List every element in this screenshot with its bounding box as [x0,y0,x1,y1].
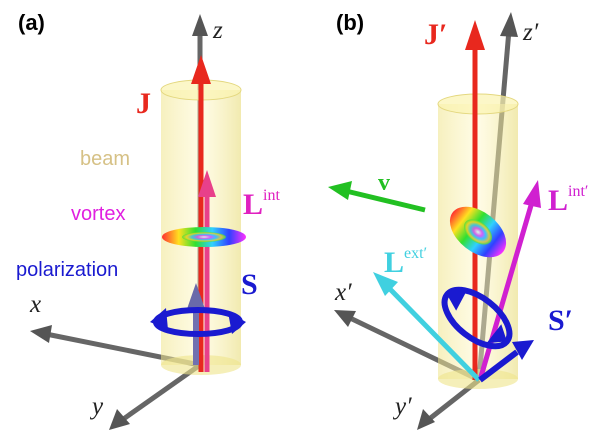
v-vector-b [328,181,426,213]
S-prime-label-b: S′ [548,304,573,337]
L-ext-prime-arrowhead-b [373,272,398,296]
polarization-arrow-left-b [447,290,468,311]
L-ext-prime-letter-b: L [384,246,404,279]
z-axis-b-arrowhead [500,12,518,37]
beam-text: beam [80,148,130,170]
L-int-prime-letter-b: L [548,184,568,217]
y-axis-a-arrowhead [109,409,130,430]
L-int-superscript-a: int [263,187,280,204]
vortex-disc-b-core [463,219,493,245]
y-axis-b-label: y′ [392,393,412,420]
beam-top-b [437,93,519,115]
L-int-prime-superscript-b: int′ [568,183,588,200]
S-prime-vector-b [478,340,534,383]
J-vector-a [191,55,211,372]
x-axis-a-label: x [29,291,41,318]
S-prime-shaft-b [478,349,519,383]
S-label-a: S [241,268,258,301]
v-shaft-b [345,188,426,213]
y-axis-b-arrowhead [417,409,435,430]
panel-b: (b) z′ x′ y′ J′ v [328,10,588,430]
J-prime-arrowhead-b [465,20,485,50]
J-label-a: J [136,87,151,120]
L-ext-prime-vector-b [373,272,481,382]
polarization-text: polarization [16,259,118,281]
panel-a: (a) z x y J Lint [16,10,280,430]
L-ext-prime-label-b: Lext′ [384,245,427,279]
L-int-arrowhead-a [198,170,216,197]
polarization-ring-b [441,286,513,350]
panel-a-label: (a) [18,10,45,35]
L-int-prime-label-b: Lint′ [548,183,588,217]
J-arrowhead-a [191,55,211,84]
polarization-arrow-left-a [150,308,168,330]
J-prime-label-b: J′ [424,18,447,51]
L-ext-prime-shaft-b [386,285,481,382]
y-axis-a-label: y [89,393,104,420]
x-axis-b-label: x′ [334,279,352,306]
vortex-disc-b [449,206,507,258]
polarization-arrow-right-b [486,324,507,344]
L-int-prime-vector-b [477,180,541,381]
L-ext-prime-superscript-b: ext′ [404,245,427,262]
vortex-text: vortex [71,203,125,225]
z-axis-a-arrowhead [192,14,208,36]
v-label-b: v [378,170,390,196]
x-axis-a-arrowhead [30,325,52,343]
L-int-label-a: Lint [243,187,280,221]
v-arrowhead-b [328,181,352,200]
S-prime-arrowhead-b [512,340,534,360]
L-int-vector-a [198,170,216,372]
polarization-arrow-right-a [228,312,246,334]
S-arrowhead-a [187,283,205,309]
x-axis-b-arrowhead [334,310,356,327]
vortex-disc-core-a [182,232,226,242]
L-int-prime-arrowhead-b [523,180,541,208]
z-axis-a-label: z [212,17,223,44]
panel-b-label: (b) [336,10,364,35]
polarization-ring-a [150,307,246,337]
z-axis-b-label: z′ [522,19,539,46]
L-int-letter-a: L [243,188,263,221]
L-int-prime-shaft-b [477,201,535,381]
